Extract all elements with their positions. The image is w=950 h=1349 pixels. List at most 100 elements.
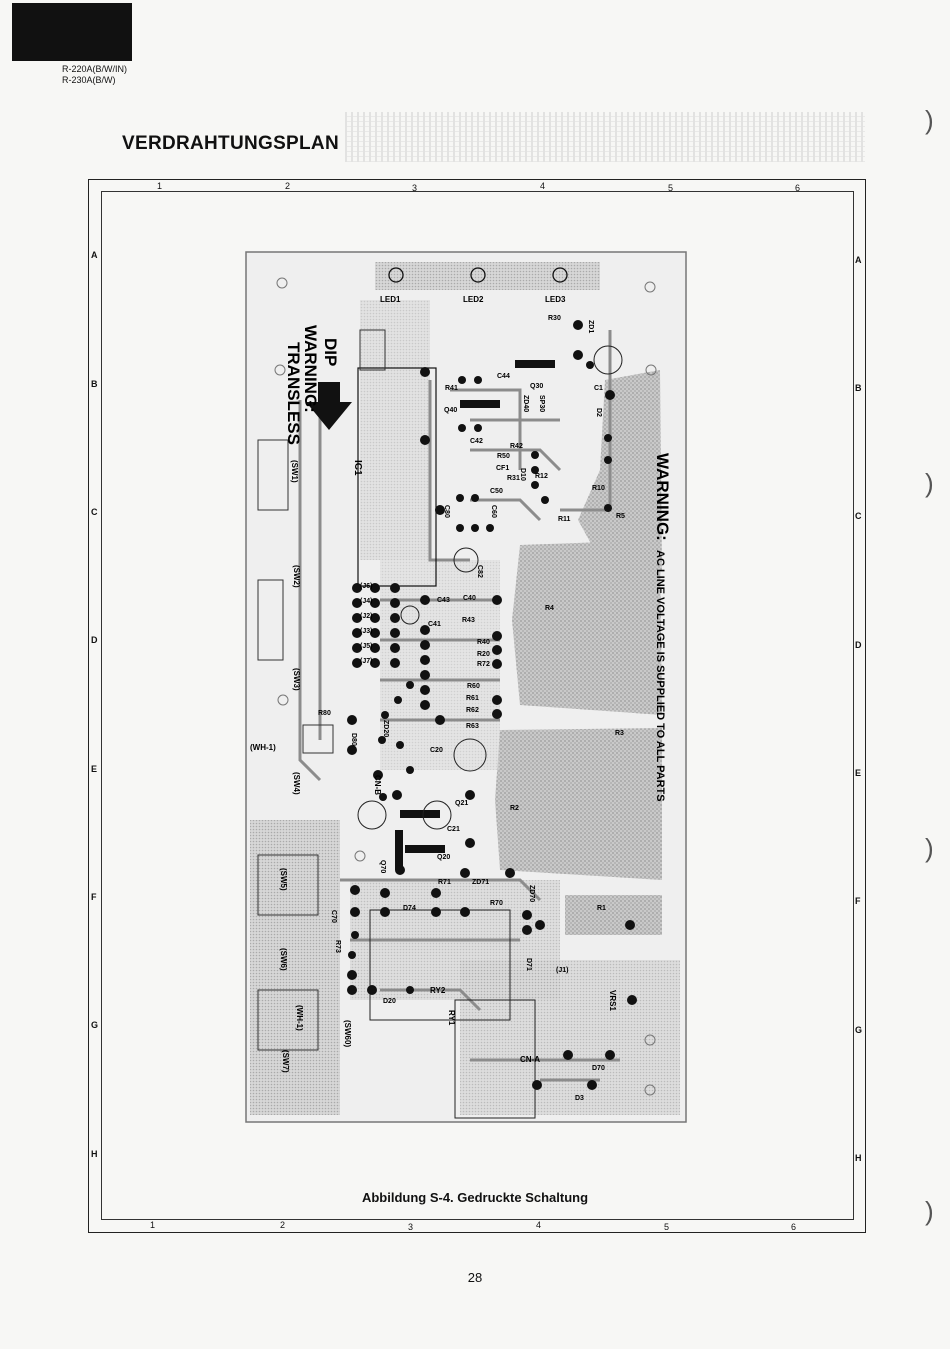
- grid-row-left-H: H: [91, 1149, 98, 1159]
- grid-col-top-6: 6: [795, 183, 801, 193]
- component-label: R20: [477, 651, 490, 658]
- component-label: R62: [466, 707, 479, 714]
- warning-dip-label: WARNING:: [301, 325, 320, 413]
- transistor-body: [400, 810, 440, 818]
- relay-ry1: [454, 999, 536, 1119]
- component-label: (J3): [360, 628, 372, 635]
- relay-label: RY2: [430, 986, 446, 995]
- copper-area: [460, 960, 680, 1115]
- warning-ac-text: AC LINE VOLTAGE IS SUPPLIED TO ALL PARTS: [654, 550, 666, 802]
- misc-label: CF1: [496, 465, 509, 472]
- led-label-3: LED3: [545, 295, 566, 304]
- component-label: C50: [490, 488, 503, 495]
- component-label: D71: [525, 958, 532, 971]
- page-number: 28: [467, 1270, 483, 1285]
- transistor-body: [515, 360, 555, 368]
- copper-area: [375, 262, 600, 290]
- switch-outlines: [257, 329, 386, 1051]
- component-label: D70: [592, 1065, 605, 1072]
- capacitor-c20: [453, 738, 487, 772]
- component-label: Q30: [530, 383, 543, 390]
- grid-row-right-H: H: [855, 1153, 862, 1163]
- component-label: ZD40: [522, 395, 529, 412]
- warning-ac-title: WARNING:: [653, 453, 672, 541]
- copper-area: [512, 540, 662, 715]
- component-label: Q40: [444, 407, 457, 414]
- margin-bracket: ): [925, 833, 934, 863]
- component-label: R2: [510, 805, 519, 812]
- grid-col-top-1: 1: [157, 181, 163, 191]
- component-label: Q21: [455, 800, 468, 807]
- led-label-1: LED1: [380, 295, 401, 304]
- transless-label: TRANSLESS: [284, 342, 303, 445]
- copper-area: [578, 370, 662, 570]
- grid-col-top-4: 4: [540, 181, 546, 191]
- switch-label: (SW5): [279, 868, 288, 891]
- model-line-1: R-220A(B/W/IN): [62, 64, 128, 74]
- margin-bracket: ): [925, 105, 934, 135]
- transistor-body: [395, 830, 403, 870]
- misc-label: VRS1: [608, 990, 617, 1011]
- component-label: Q20: [437, 854, 450, 861]
- copper-area: [565, 895, 662, 935]
- header-black-tab: [12, 3, 132, 61]
- grid-row-right-G: G: [855, 1025, 863, 1035]
- component-label: (J7): [360, 658, 372, 665]
- component-label: C41: [428, 621, 441, 628]
- component-label: R1: [597, 905, 606, 912]
- grid-row-right-F: F: [855, 896, 861, 906]
- misc-label: SP30: [538, 395, 545, 412]
- component-label: C43: [437, 597, 450, 604]
- scan-noise: [345, 112, 865, 162]
- connector-label: (WH-1): [295, 1005, 304, 1031]
- component-label: C40: [463, 595, 476, 602]
- component-label: R4: [545, 605, 554, 612]
- component-label: C44: [497, 373, 510, 380]
- component-label: C21: [447, 826, 460, 833]
- component-label: C20: [430, 747, 443, 754]
- connector-label: CN-B: [373, 775, 382, 795]
- component-label: (J2): [360, 613, 372, 620]
- grid-row-left-B: B: [91, 379, 98, 389]
- component-label: ZD20: [382, 720, 389, 737]
- led-symbols: [388, 267, 568, 283]
- grid-row-left-A: A: [91, 250, 98, 260]
- drawing-inner-frame: [101, 191, 854, 1220]
- grid-row-right-C: C: [855, 511, 862, 521]
- component-label: R50: [497, 453, 510, 460]
- component-label: (J1): [556, 967, 568, 974]
- component-label: C80: [443, 505, 450, 518]
- component-label: R73: [334, 940, 341, 953]
- dip-label: DIP: [321, 338, 340, 366]
- capacitor-c1: [593, 345, 623, 375]
- switch-label: (SW6): [279, 948, 288, 971]
- dip-arrow-icon: [306, 382, 352, 430]
- switch-label: (SW2): [292, 565, 301, 588]
- copper-area: [380, 560, 500, 770]
- component-label: D20: [383, 998, 396, 1005]
- model-line-2: R-230A(B/W): [62, 75, 116, 85]
- component-label: R30: [548, 315, 561, 322]
- copper-area: [495, 728, 662, 880]
- component-label: R5: [616, 513, 625, 520]
- page-title: VERDRAHTUNGSPLAN: [122, 133, 339, 154]
- component-label: (J6): [360, 583, 372, 590]
- switch-label: (SW60): [343, 1020, 352, 1047]
- component-label: C82: [476, 565, 483, 578]
- grid-row-left-G: G: [91, 1020, 99, 1030]
- copper-area: [360, 300, 430, 560]
- grid-row-left-E: E: [91, 764, 98, 774]
- component-label: R61: [466, 695, 479, 702]
- grid-col-bottom-3: 3: [408, 1222, 414, 1232]
- drawing-frame: [88, 179, 866, 1233]
- grid-col-top-2: 2: [285, 181, 291, 191]
- component-label: C42: [470, 438, 483, 445]
- figure-caption: Abbildung S-4. Gedruckte Schaltung: [361, 1190, 589, 1205]
- grid-col-bottom-6: 6: [791, 1222, 797, 1232]
- transistor-body: [460, 400, 500, 408]
- grid-col-bottom-5: 5: [664, 1222, 670, 1232]
- component-label: R71: [438, 879, 451, 886]
- component-label: D74: [403, 905, 416, 912]
- switch-label: (SW4): [292, 772, 301, 795]
